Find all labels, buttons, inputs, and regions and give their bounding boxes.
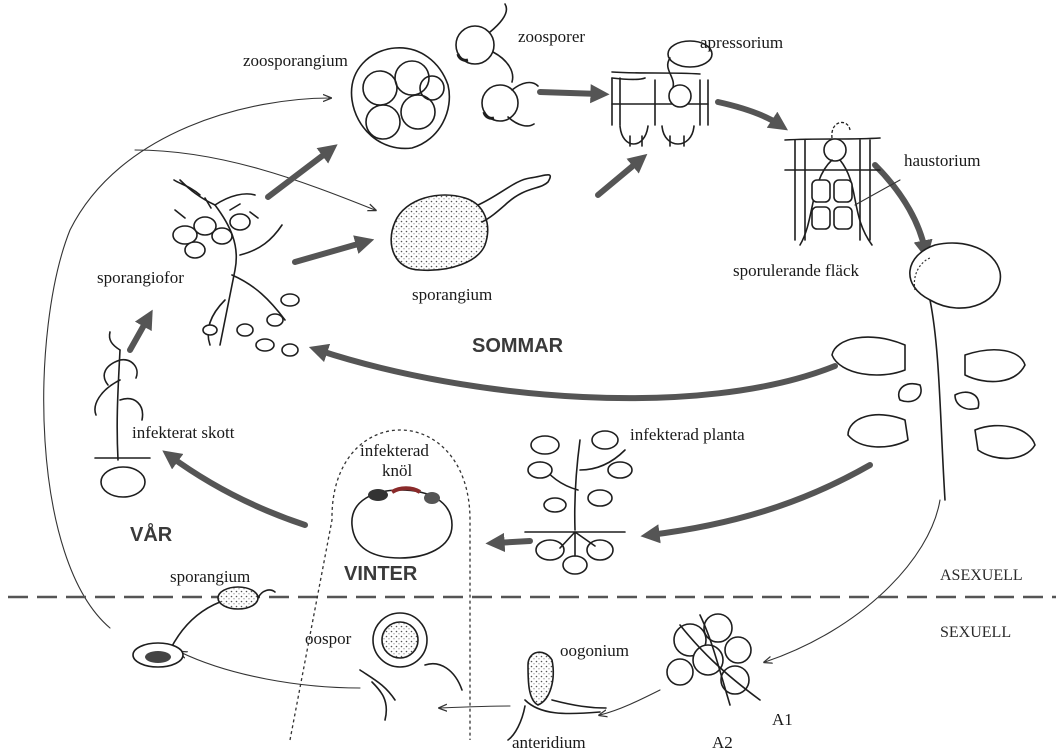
arrow-zoospores-to-apressorium	[540, 92, 600, 94]
season-var: VÅR	[130, 522, 173, 546]
arrow-skott-to-sporangiofor	[130, 318, 148, 350]
arrow-to-sporangium	[295, 242, 365, 262]
label-oospor: oospor	[305, 629, 352, 648]
label-haustorium: haustorium	[904, 151, 981, 170]
label-sporangiofor: sporangiofor	[97, 268, 184, 287]
mating-types-illustration	[667, 614, 760, 705]
oospore-illustration	[360, 613, 462, 720]
a1-to-oogonium-arrow	[600, 690, 660, 715]
apressorium-illustration	[612, 41, 712, 146]
arrow-haustorium-to-leaf	[875, 165, 925, 250]
oogonium-illustration	[508, 652, 606, 740]
label-asexuell: ASEXUELL	[940, 567, 1023, 584]
label-apressorium: apressorium	[700, 33, 783, 52]
label-sporangium-top: sporangium	[412, 285, 492, 304]
winter-enclosure	[290, 430, 470, 740]
label-a1: A1	[772, 710, 793, 729]
label-infekterad-knol-2: knöl	[382, 461, 413, 480]
label-a2: A2	[712, 733, 733, 752]
oospor-to-sporangium-arrow	[180, 652, 360, 688]
arrow-knol-to-skott	[170, 456, 305, 525]
haustorium-illustration	[785, 122, 900, 245]
infected-tuber-illustration	[352, 488, 452, 558]
label-zoosporangium: zoosporangium	[243, 51, 348, 70]
arrow-leaf-to-planta	[650, 465, 870, 535]
arrow-planta-to-knol	[495, 541, 530, 543]
label-infekterat-skott: infekterat skott	[132, 423, 235, 442]
zoospores-illustration	[456, 4, 538, 126]
label-zoosporer: zoosporer	[518, 27, 585, 46]
infected-shoot-illustration	[95, 332, 150, 497]
sporangium-top-illustration	[391, 175, 550, 271]
label-sexuell: SEXUELL	[940, 624, 1011, 641]
arrow-apressorium-to-haustorium	[718, 102, 780, 125]
label-infekterad-planta: infekterad planta	[630, 425, 745, 444]
inner-arc-arrow	[135, 150, 375, 210]
label-sporulerande-flack: sporulerande fläck	[733, 261, 860, 280]
sexual-entry-arrow	[765, 500, 940, 662]
label-anteridium: anteridium	[512, 733, 586, 752]
arrow-sommar-return	[318, 350, 835, 398]
arrow-sporangium-to-apressorium	[598, 160, 640, 195]
arrow-to-zoosporangium	[268, 150, 330, 197]
label-sporangium-bottom: sporangium	[170, 567, 250, 586]
anteridium-to-oospor-arrow	[440, 706, 510, 708]
label-infekterad-knol-1: infekterad	[360, 441, 429, 460]
season-vinter: VINTER	[344, 563, 418, 585]
zoosporangium-illustration	[352, 48, 450, 149]
sporangiophore-illustration	[173, 180, 299, 356]
sporangium-bottom-illustration	[133, 587, 275, 667]
season-sommar: SOMMAR	[472, 335, 564, 357]
label-oogonium: oogonium	[560, 641, 629, 660]
potato-leaf-illustration	[832, 243, 1035, 500]
infected-plant-illustration	[525, 431, 632, 574]
labels: zoosporangium zoosporer apressorium haus…	[97, 27, 1023, 752]
